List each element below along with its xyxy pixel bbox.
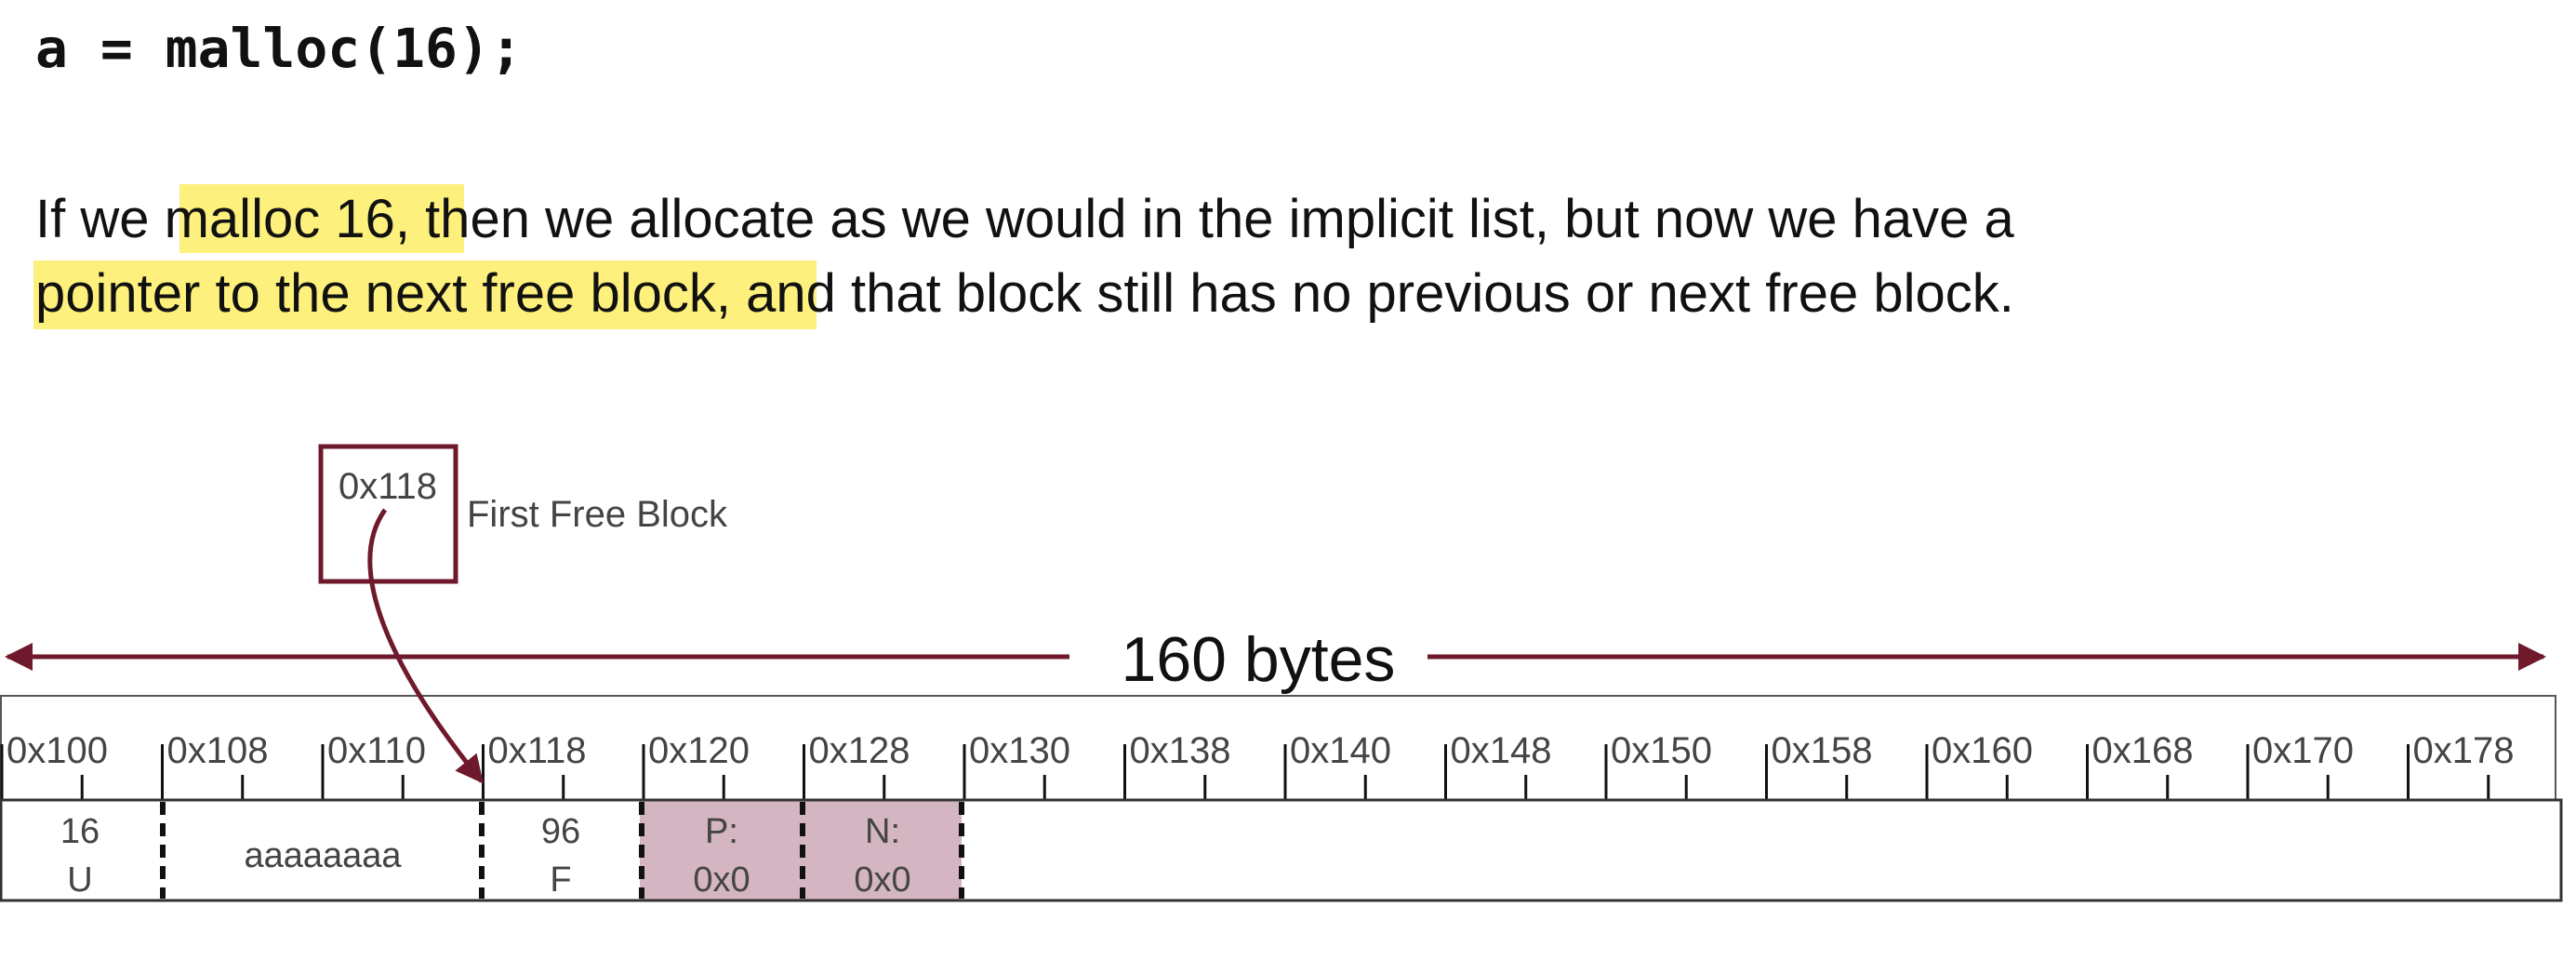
address-label: 0x118 [488,730,587,771]
payload-data: aaaaaaaa [244,836,402,875]
next-pointer-label: N: [865,812,900,851]
free-list-pointer-arrow [367,508,484,784]
line1-before: If we [35,189,165,249]
line2-after: , and that block still has no previous o… [716,263,2014,324]
address-label: 0x158 [1772,730,1873,771]
address-label: 0x130 [969,730,1070,771]
highlight-pointer-next-free [33,260,817,329]
highlight-malloc-16 [179,184,464,253]
address-label: 0x160 [1932,730,2033,771]
address-label: 0x148 [1451,730,1552,771]
address-label: 0x170 [2252,730,2354,771]
prev-pointer-label: P: [705,812,738,851]
address-label: 0x140 [1290,730,1391,771]
next-pointer-value: 0x0 [854,860,910,900]
address-label: 0x178 [2413,730,2515,771]
code-line: a = malloc(16); [35,17,523,80]
free-block-size: 96 [541,812,580,851]
address-label: 0x108 [167,730,269,771]
line2-highlight: pointer to the next free block [35,263,717,324]
address-label: 0x120 [648,730,750,771]
address-label: 0x168 [2092,730,2194,771]
line1-highlight: malloc 16, [165,189,410,249]
address-label: 0x110 [327,730,426,771]
address-label: 0x138 [1130,730,1231,771]
address-ruler-marks: 0x100 0x108 0x110 0x118 0x120 0x128 0x130 0x138… [0,730,2515,800]
line1-after: then we allocate as we would in the impl… [410,189,2015,249]
free-list-head-box [318,444,458,584]
next-pointer-cell [803,800,962,900]
paragraph-line-1: If we malloc 16, then we allocate as we … [35,189,2014,249]
span-label: 160 bytes [1122,624,1396,695]
free-list-head-value: 0x118 [339,466,437,507]
paragraph-line-2: pointer to the next free block, and that… [35,263,2014,324]
address-label: 0x100 [7,730,108,771]
address-label: 0x128 [809,730,910,771]
prev-pointer-cell [640,800,803,900]
address-label: 0x150 [1611,730,1712,771]
free-block-status: F [550,860,571,900]
header-size: 16 [60,812,100,851]
header-status: U [67,860,92,900]
free-list-head-label: First Free Block [467,494,728,535]
prev-pointer-value: 0x0 [693,860,750,900]
